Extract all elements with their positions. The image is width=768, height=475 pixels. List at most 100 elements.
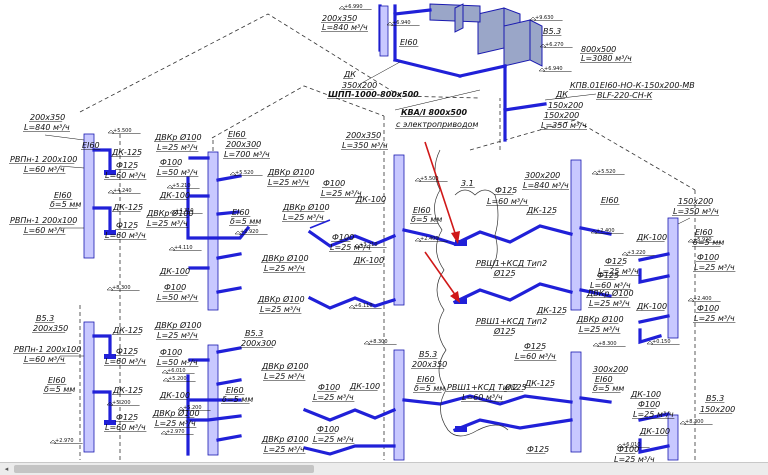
duct-label: Ф125 [116,347,138,356]
horizontal-scrollbar[interactable]: ◂ [0,462,768,475]
duct-label: ДВКр Ø100 [261,361,309,371]
elevation-mark: +2.920 [240,229,259,235]
duct-label: ДВКр Ø100 [282,202,330,212]
duct-label: ДВКр Ø100 [154,320,202,330]
duct-label: Ф100 [160,348,182,357]
duct-label: Ф125 [116,413,138,422]
duct-label: Ф100 [697,253,719,262]
duct-label: δ=5 мм [44,385,75,394]
leader-lines [44,61,691,357]
elevation-marker-icon [169,209,177,214]
duct-label: 200x300 [226,140,261,149]
elevation-mark: +2.400 [693,296,712,302]
duct-label: ДК-100 [636,233,667,242]
duct-label: 200x350 [33,324,68,333]
duct-label: L=25 м³/ч [155,419,196,428]
air-handling-unit [378,3,547,142]
duct-label: В5.3 [543,27,561,36]
duct-label: L=60 м³/ч [590,281,631,290]
duct-label: ДВКр Ø100 [261,253,309,263]
duct-label: EI60 [48,376,66,385]
elevation-marker-icon [687,238,695,243]
elevation-mark: +2.400 [420,236,439,242]
elevation-mark: +4.310 [175,208,194,214]
elevation-marker-icon [106,401,114,406]
duct-label: L=3080 м³/ч [581,54,632,63]
duct-label: L=50 м³/ч [157,358,198,367]
elevation-mark: +5.210 [172,183,191,189]
duct-label: EI60 [54,191,72,200]
elevation-mark: +6.010 [167,368,186,374]
elevation-mark: +3.220 [627,250,646,256]
elevation-marker-icon [363,340,371,345]
duct-label: L=25 м³/ч [313,435,354,444]
duct-label: EI60 [695,228,713,237]
scroll-left-arrow-icon[interactable]: ◂ [4,465,9,473]
duct-label: EI60 [413,206,431,215]
duct-label: Ф100 [318,383,340,392]
elevation-mark: +9.630 [535,15,554,21]
elevation-marks: +6.990+9.630+6.270+6.940+6.940+5.500+4.2… [49,4,721,448]
duct-label: КПВ.01EI60-НО-К-150x200-МВ [570,81,695,90]
duct-label: L=840 м³/ч [24,123,70,132]
duct-label: L=25 м³/ч [614,455,655,464]
duct-label: L=25 м³/ч [268,178,309,187]
diffusers [104,170,467,432]
elevation-marker-icon [538,67,546,72]
elevation-mark: +8.300 [112,285,131,291]
duct-label: Ф100 [617,445,639,454]
duct-label: Ф100 [160,158,182,167]
elevation-marker-icon [160,430,168,435]
duct-label: ДВКр Ø100 [154,132,202,142]
duct-label: 200x350 [322,14,357,23]
duct-label: Ф125 [527,445,549,454]
duct-label: Ф125 [116,161,138,170]
duct-label: L=60 м³/ч [105,357,146,366]
annotation-arrows [424,141,460,303]
duct-label: 200x350 [412,360,447,369]
duct-label: L=60 м³/ч [24,226,65,235]
elevation-marker-icon [687,297,695,302]
duct-label: L=840 м³/ч [322,23,368,32]
elevation-marker-icon [161,369,169,374]
duct-label: L=25 м³/ч [321,189,362,198]
elevation-mark: +5.520 [235,170,254,176]
duct-label: δ=5 мм [414,384,445,393]
elevation-marker-icon [168,246,176,251]
elevation-mark: +6.940 [392,20,411,26]
duct-label: ДК-100 [159,391,190,400]
scroll-thumb[interactable] [14,465,314,473]
duct-label: L=25 м³/ч [313,393,354,402]
duct-label: EI60 [82,141,100,150]
duct-label: δ=5 мм [593,384,624,393]
duct-label: L=60 м³/ч [105,423,146,432]
duct-label: ДВКр Ø100 [267,167,315,177]
duct-label: ДВКр Ø100 [586,288,634,298]
elevation-mark: +3.210 [359,242,378,248]
duct-label: ДК-100 [159,191,190,200]
duct-branches [92,148,670,456]
elevation-marker-icon [107,189,115,194]
duct-label: δ=5 мм [50,200,81,209]
elevation-mark: +8.300 [369,339,388,345]
duct-label: ВLF-220-СН-К [597,91,653,100]
duct-label: ДВКр Ø100 [576,314,624,324]
elevation-marker-icon [679,420,687,425]
duct-label: δ=5 мм [222,395,253,404]
duct-label: L=350 м³/ч [342,141,388,150]
duct-label: δ=5 мм [411,215,442,224]
duct-label: ДК-125 [111,148,142,157]
elevation-marker-icon [616,443,624,448]
elevation-mark: +5.500 [113,128,132,134]
duct-label: Ф100 [164,283,186,292]
duct-label: В5.3 [36,314,54,323]
duct-label: Ф125 [524,342,546,351]
elevation-mark: +5.500 [420,176,439,182]
equipment-label: КВА/I 800x500 [401,108,468,117]
elevation-marker-icon [229,171,237,176]
duct-label: ДК [555,90,568,99]
duct-label: L=25 м³/ч [633,410,674,419]
duct-label: L=25 м³/ч [589,299,630,308]
